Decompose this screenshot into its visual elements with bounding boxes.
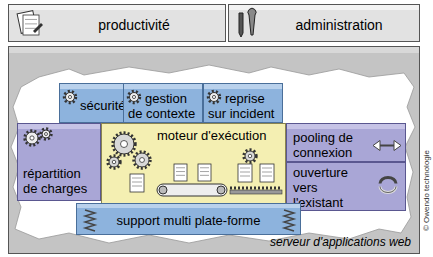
icon-shape: [380, 178, 396, 184]
service-box: ouverture vers l'existant: [286, 162, 406, 211]
icon-shape: [130, 174, 144, 192]
icon-shape: [132, 178, 142, 179]
module-box: administration: [228, 4, 420, 42]
icon-shape: [25, 23, 37, 24]
service-box: répartition de charges: [17, 123, 101, 201]
icon-shape: [112, 160, 116, 164]
icon-shape: [262, 168, 272, 169]
icon-shape: [68, 95, 71, 98]
icon-shape: [248, 154, 252, 158]
service-box: pooling de connexion: [286, 123, 406, 162]
icon-shape: [239, 13, 243, 37]
icon-shape: [248, 8, 256, 35]
icon-shape: [240, 176, 250, 177]
icon-shape: [260, 164, 274, 182]
box-label: répartition de charges: [23, 166, 97, 196]
service-box: reprise sur incident: [203, 83, 283, 123]
icon-shape: [33, 23, 43, 33]
icon-shape: [176, 175, 185, 176]
icon-shape: [25, 28, 37, 29]
icon-shape: [157, 184, 227, 196]
icon-shape: [262, 176, 272, 177]
icon-shape: [64, 91, 75, 102]
server-box: sécuritégestion de contexte reprise sur i…: [8, 46, 420, 254]
box-label: reprise sur incident: [208, 91, 279, 121]
box-label: productivité: [98, 18, 170, 33]
icon-shape: [17, 11, 37, 34]
icon-shape: [208, 91, 219, 102]
icon-shape: [128, 91, 139, 102]
icon-shape: [380, 187, 396, 193]
icon-shape: [135, 153, 149, 167]
box-label: support multi plate-forme: [117, 213, 261, 228]
icon-shape: [134, 152, 150, 168]
icon-shape: [210, 93, 219, 102]
icon-shape: [113, 133, 135, 155]
icon-shape: [140, 158, 145, 163]
icon-shape: [25, 131, 39, 145]
engine-box: moteur d'exécution: [101, 123, 286, 206]
icon-shape: [159, 186, 167, 194]
icon-shape: [377, 145, 397, 147]
icon-shape: [66, 93, 75, 102]
icon-shape: [230, 187, 282, 190]
box-label: administration: [295, 18, 382, 33]
icon-shape: [25, 19, 37, 20]
icon-shape: [130, 93, 139, 102]
icon-shape: [132, 95, 135, 98]
icon-shape: [244, 150, 256, 162]
box-label: sécurité: [80, 98, 126, 113]
icon-shape: [45, 133, 48, 136]
icon-shape: [176, 167, 185, 168]
service-box: sécurité: [59, 83, 129, 123]
icon-shape: [132, 182, 142, 183]
icon-shape: [198, 164, 211, 181]
icon-shape: [200, 167, 209, 168]
icon-shape: [11, 65, 415, 243]
server-label: serveur d'applications web: [270, 235, 411, 250]
icon-shape: [174, 164, 187, 181]
icon-shape: [238, 164, 252, 182]
platform-bar: support multi plate-forme: [76, 203, 301, 235]
icon-shape: [284, 210, 294, 231]
icon-shape: [121, 141, 128, 148]
icon-shape: [109, 157, 119, 167]
icon-shape: [200, 171, 209, 172]
icon-shape: [26, 132, 38, 144]
icon-shape: [373, 141, 380, 151]
icon-shape: [132, 186, 142, 187]
icon-shape: [245, 151, 255, 161]
module-box: productivité: [8, 4, 226, 42]
box-label: moteur d'exécution: [157, 128, 266, 143]
icon-shape: [240, 168, 250, 169]
box-label: pooling de connexion: [293, 130, 369, 160]
icon-shape: [217, 186, 225, 194]
icon-shape: [23, 15, 39, 35]
icon-shape: [42, 130, 50, 138]
icon-shape: [30, 136, 34, 140]
icon-shape: [85, 210, 95, 231]
icon-shape: [114, 134, 134, 154]
icon-shape: [262, 172, 272, 173]
icon-shape: [394, 141, 401, 151]
icon-shape: [108, 156, 120, 168]
icon-shape: [200, 175, 209, 176]
icon-shape: [240, 172, 250, 173]
icon-shape: [176, 171, 185, 172]
icon-shape: [212, 95, 215, 98]
icon-shape: [230, 190, 282, 194]
copyright-note: © Owendo technologie: [423, 149, 432, 230]
box-label: ouverture vers l'existant: [293, 165, 369, 210]
icon-shape: [380, 187, 396, 193]
icon-shape: [41, 129, 51, 139]
service-box: gestion de contexte: [123, 83, 203, 123]
box-label: gestion de contexte: [128, 91, 199, 121]
